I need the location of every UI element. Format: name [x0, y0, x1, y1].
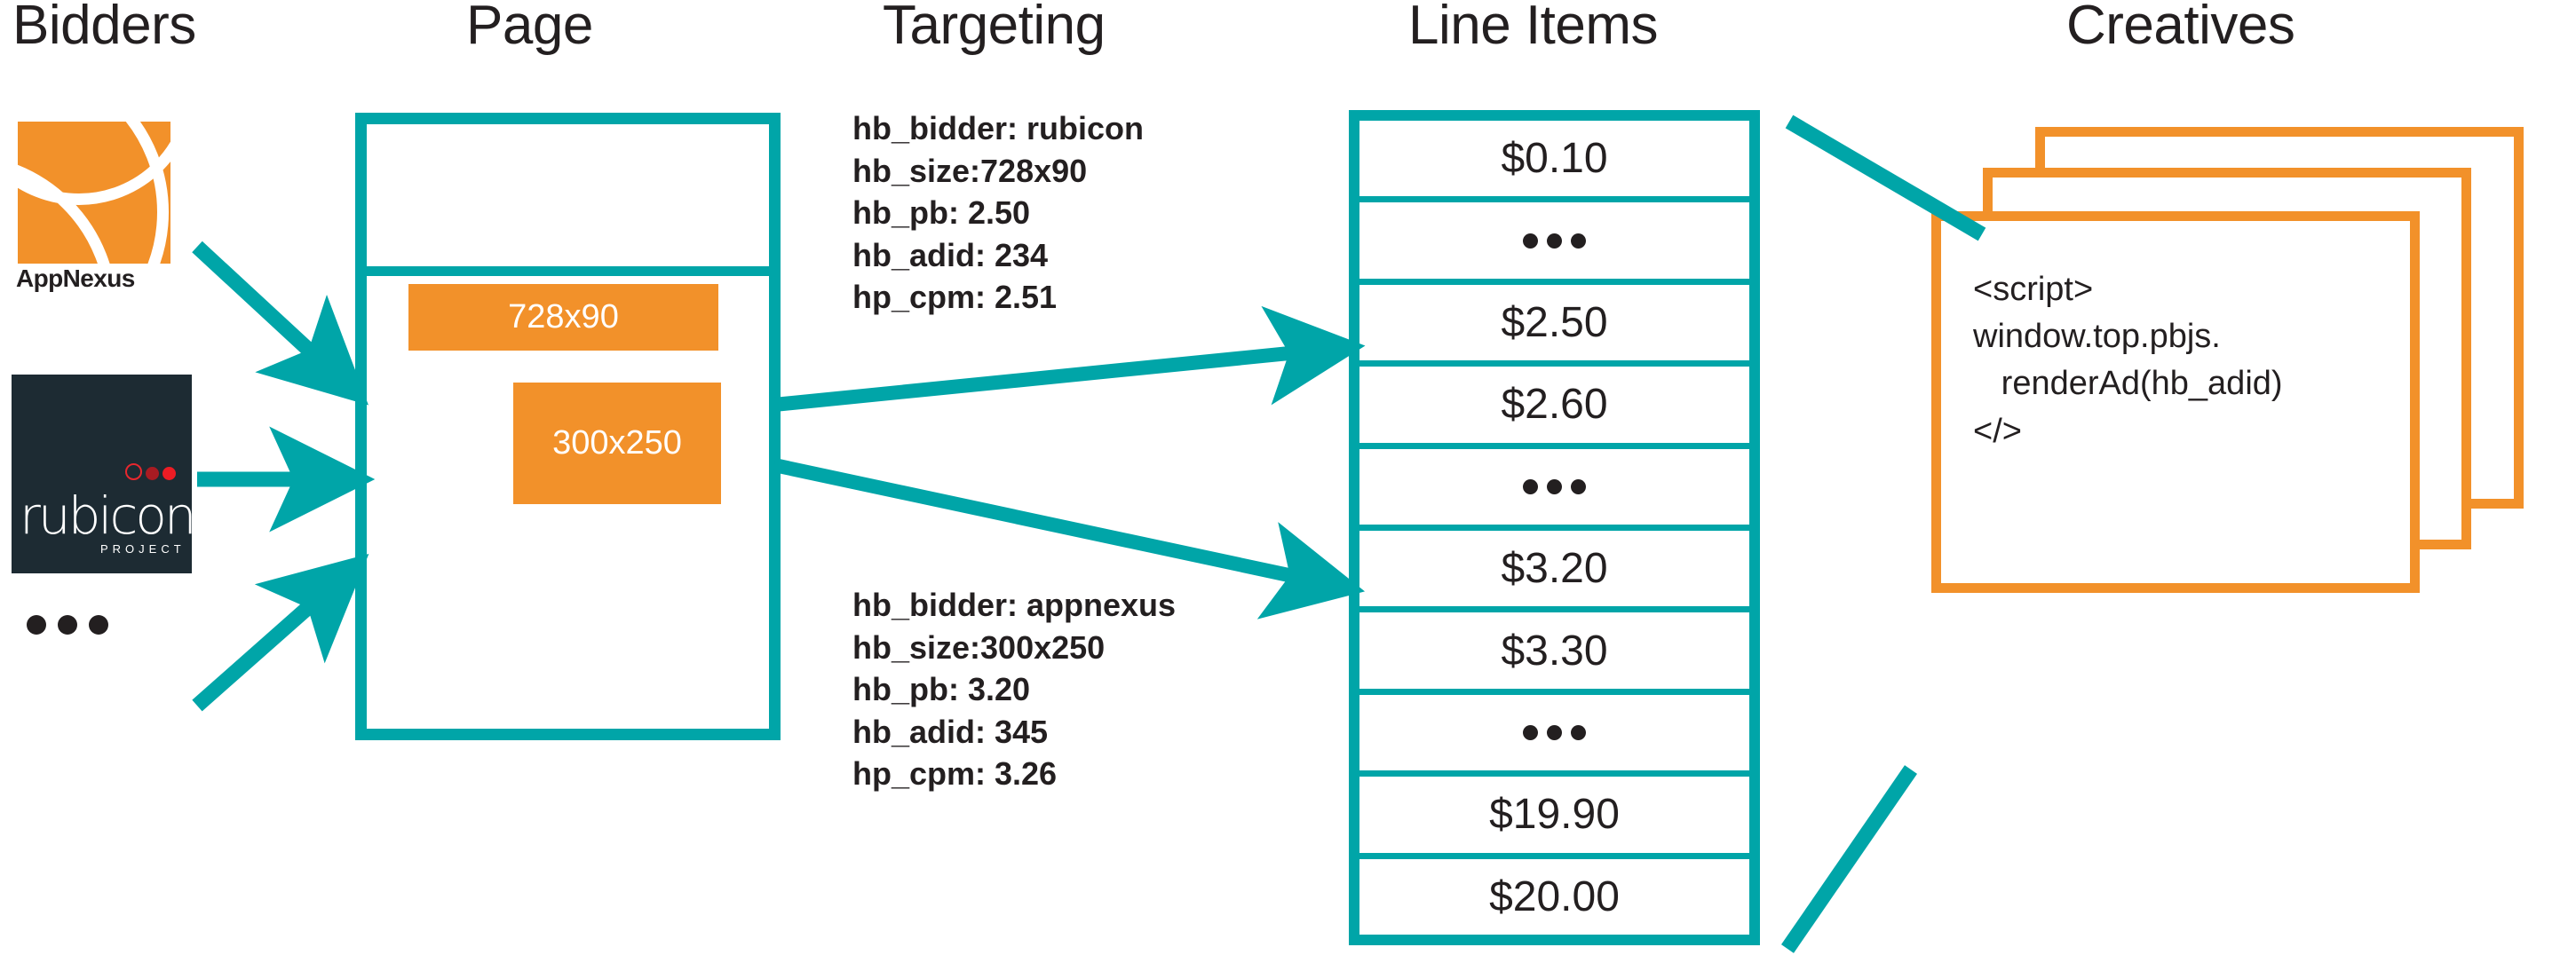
line-item-row[interactable]: $0.10: [1359, 121, 1749, 203]
column-heading-page: Page: [466, 0, 593, 56]
targeting-line: hb_pb: 2.50: [852, 194, 1031, 232]
targeting-line: hb_size:728x90: [852, 152, 1088, 189]
line-item-row[interactable]: $19.90: [1359, 777, 1749, 859]
targeting-line: hb_pb: 3.20: [852, 671, 1031, 708]
line-item-value: $0.10: [1501, 135, 1608, 183]
page-header-divider: [355, 266, 781, 276]
line-item-row[interactable]: $3.20: [1359, 531, 1749, 613]
column-heading-bidders: Bidders: [12, 0, 196, 56]
targeting-line: hb_adid: 345: [852, 713, 1049, 750]
targeting-line: hb_bidder: appnexus: [852, 587, 1177, 623]
line-item-row[interactable]: $2.50: [1359, 285, 1749, 367]
ellipsis-icon: [1523, 478, 1586, 494]
line-items-table: $0.10 $2.50 $2.60 $3.20 $3.30 $19.90 $20…: [1349, 110, 1760, 945]
arrow-more-bidders-to-page: [192, 553, 369, 712]
arrow-page-to-lineitem-250: [773, 305, 1366, 412]
line-item-value: $3.20: [1501, 545, 1608, 593]
rubicon-dots-icon: [122, 463, 176, 485]
line-item-row-ellipsis: [1359, 202, 1749, 285]
line-item-value: $19.90: [1489, 791, 1620, 839]
creative-code-snippet: <script> window.top.pbjs. renderAd(hb_ad…: [1973, 271, 2283, 450]
line-item-row-ellipsis: [1359, 449, 1749, 532]
bidders-more-ellipsis: [27, 615, 108, 635]
line-item-row[interactable]: $2.60: [1359, 367, 1749, 449]
line-item-row[interactable]: $20.00: [1359, 859, 1749, 935]
rubicon-wordmark: rubicon: [20, 485, 192, 546]
line-item-value: $2.60: [1501, 381, 1608, 429]
column-heading-lineitems: Line Items: [1408, 0, 1659, 56]
connector-lineitems-to-creatives-bottom: [1780, 765, 1918, 953]
line-item-value: $3.30: [1501, 627, 1608, 675]
appnexus-logo-icon: [18, 122, 170, 264]
targeting-block-rubicon: hb_bidder: rubicon hb_size:728x90 hb_pb:…: [852, 107, 1144, 319]
targeting-line: hb_adid: 234: [852, 236, 1049, 273]
ad-slot-300x250[interactable]: 300x250: [513, 383, 721, 504]
targeting-block-appnexus: hb_bidder: appnexus hb_size:300x250 hb_p…: [852, 584, 1176, 795]
targeting-line: hp_cpm: 2.51: [852, 279, 1058, 316]
line-item-row-ellipsis: [1359, 695, 1749, 778]
appnexus-wordmark: AppNexus: [16, 264, 135, 292]
targeting-line: hb_bidder: rubicon: [852, 110, 1144, 146]
line-item-row[interactable]: $3.30: [1359, 612, 1749, 695]
rubicon-project-logo-icon: rubicon PROJECT: [12, 375, 192, 573]
ellipsis-icon: [1523, 233, 1586, 249]
arrow-page-to-lineitem-320: [773, 458, 1366, 620]
targeting-line: hb_size:300x250: [852, 628, 1106, 666]
creative-card-front: [1931, 211, 2420, 593]
ellipsis-icon: [1523, 725, 1586, 741]
column-heading-targeting: Targeting: [883, 0, 1106, 56]
arrow-appnexus-to-page: [192, 241, 369, 406]
targeting-line: hp_cpm: 3.26: [852, 755, 1058, 793]
ad-slot-728x90[interactable]: 728x90: [408, 284, 718, 351]
rubicon-sub-wordmark: PROJECT: [100, 542, 186, 556]
line-item-value: $2.50: [1501, 299, 1608, 347]
column-heading-creatives: Creatives: [2066, 0, 2295, 56]
line-item-value: $20.00: [1489, 872, 1620, 920]
